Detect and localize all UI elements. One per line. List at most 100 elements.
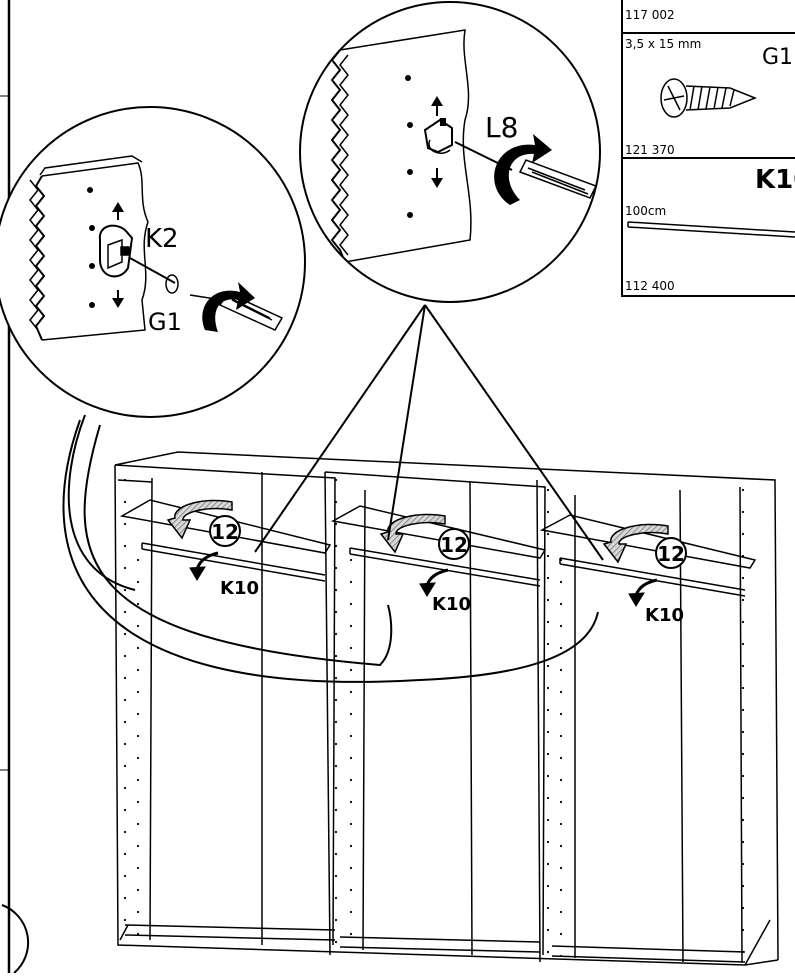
drill-hole <box>136 624 140 628</box>
drill-hole <box>559 822 563 826</box>
drill-hole <box>349 756 353 760</box>
drill-hole <box>123 632 127 636</box>
drill-hole <box>334 918 338 922</box>
drill-hole <box>559 778 563 782</box>
drill-hole <box>123 544 127 548</box>
step-badges: 12 12 12 <box>209 515 687 569</box>
drill-hole <box>334 698 338 702</box>
drill-hole <box>123 830 127 834</box>
drill-hole <box>546 532 550 536</box>
rotate-arrow-icon <box>494 134 552 205</box>
drill-hole <box>741 730 745 734</box>
drill-hole <box>136 734 140 738</box>
drill-hole <box>546 642 550 646</box>
screw-size-label: 3,5 x 15 mm <box>625 37 701 51</box>
drill-hole <box>349 932 353 936</box>
drill-hole <box>123 654 127 658</box>
drill-hole <box>559 844 563 848</box>
l8-label: L8 <box>485 111 518 144</box>
drill-hole <box>741 774 745 778</box>
drill-hole <box>334 940 338 944</box>
drill-hole <box>334 808 338 812</box>
drill-hole <box>741 818 745 822</box>
drill-hole <box>546 862 550 866</box>
drill-hole <box>334 500 338 504</box>
drill-hole <box>334 610 338 614</box>
drill-hole <box>559 690 563 694</box>
drill-hole <box>559 558 563 562</box>
drill-hole <box>741 642 745 646</box>
drill-hole <box>546 950 550 954</box>
drill-hole <box>334 720 338 724</box>
rail-k10-icon <box>627 221 795 238</box>
drill-hole <box>559 756 563 760</box>
drill-hole <box>136 756 140 760</box>
drill-hole <box>546 730 550 734</box>
drill-hole <box>559 624 563 628</box>
drill-hole <box>123 720 127 724</box>
drill-hole <box>334 588 338 592</box>
drill-hole <box>741 686 745 690</box>
drill-hole <box>123 874 127 878</box>
drill-hole <box>334 676 338 680</box>
drill-hole <box>136 690 140 694</box>
g1-label: G1 <box>148 308 182 336</box>
detail-circle-k2: K2 G1 <box>0 106 306 418</box>
drill-hole <box>559 866 563 870</box>
drill-hole <box>741 906 745 910</box>
drill-hole <box>349 646 353 650</box>
drill-hole <box>741 928 745 932</box>
bracket-k2 <box>98 224 134 278</box>
previous-step-circle <box>1 904 30 974</box>
drill-hole <box>546 554 550 558</box>
drill-hole <box>123 676 127 680</box>
drill-hole <box>349 910 353 914</box>
rotate-arrow-icon <box>166 499 233 540</box>
drill-hole <box>136 932 140 936</box>
drill-hole <box>123 786 127 790</box>
rail-label-1: K10 <box>220 578 259 599</box>
drill-hole <box>546 774 550 778</box>
drill-hole <box>334 896 338 900</box>
drill-hole <box>334 654 338 658</box>
screwdriver-icon <box>518 159 598 199</box>
drill-hole <box>546 752 550 756</box>
drill-hole <box>741 532 745 536</box>
drill-hole <box>136 646 140 650</box>
rotate-arrow-icon <box>602 523 669 564</box>
drill-hole <box>546 488 550 492</box>
drill-hole <box>136 558 140 562</box>
step-number-1: 12 <box>211 520 239 544</box>
drill-hole <box>546 510 550 514</box>
drill-hole <box>559 668 563 672</box>
drill-hole <box>123 522 127 526</box>
drill-hole <box>123 610 127 614</box>
drill-hole <box>136 668 140 672</box>
leader-lines <box>62 304 604 683</box>
drill-hole <box>741 950 745 954</box>
drill-hole <box>559 712 563 716</box>
drill-hole <box>136 866 140 870</box>
rotation-arrows <box>166 499 669 564</box>
drill-hole <box>349 888 353 892</box>
drill-hole <box>123 478 127 482</box>
drill-hole <box>123 808 127 812</box>
drill-hole <box>546 818 550 822</box>
drill-hole <box>123 500 127 504</box>
drill-hole <box>546 796 550 800</box>
drill-hole <box>559 910 563 914</box>
rotate-arrow-icon <box>202 282 255 332</box>
rail-label-3: K10 <box>645 605 684 626</box>
drill-hole <box>136 800 140 804</box>
drill-hole <box>559 932 563 936</box>
drill-hole <box>349 690 353 694</box>
carcass-2 <box>324 471 546 956</box>
drill-hole <box>546 664 550 668</box>
drill-hole <box>349 778 353 782</box>
drill-hole <box>349 800 353 804</box>
rotate-arrow-icon <box>379 513 446 554</box>
drill-hole <box>546 576 550 580</box>
drill-hole <box>349 624 353 628</box>
